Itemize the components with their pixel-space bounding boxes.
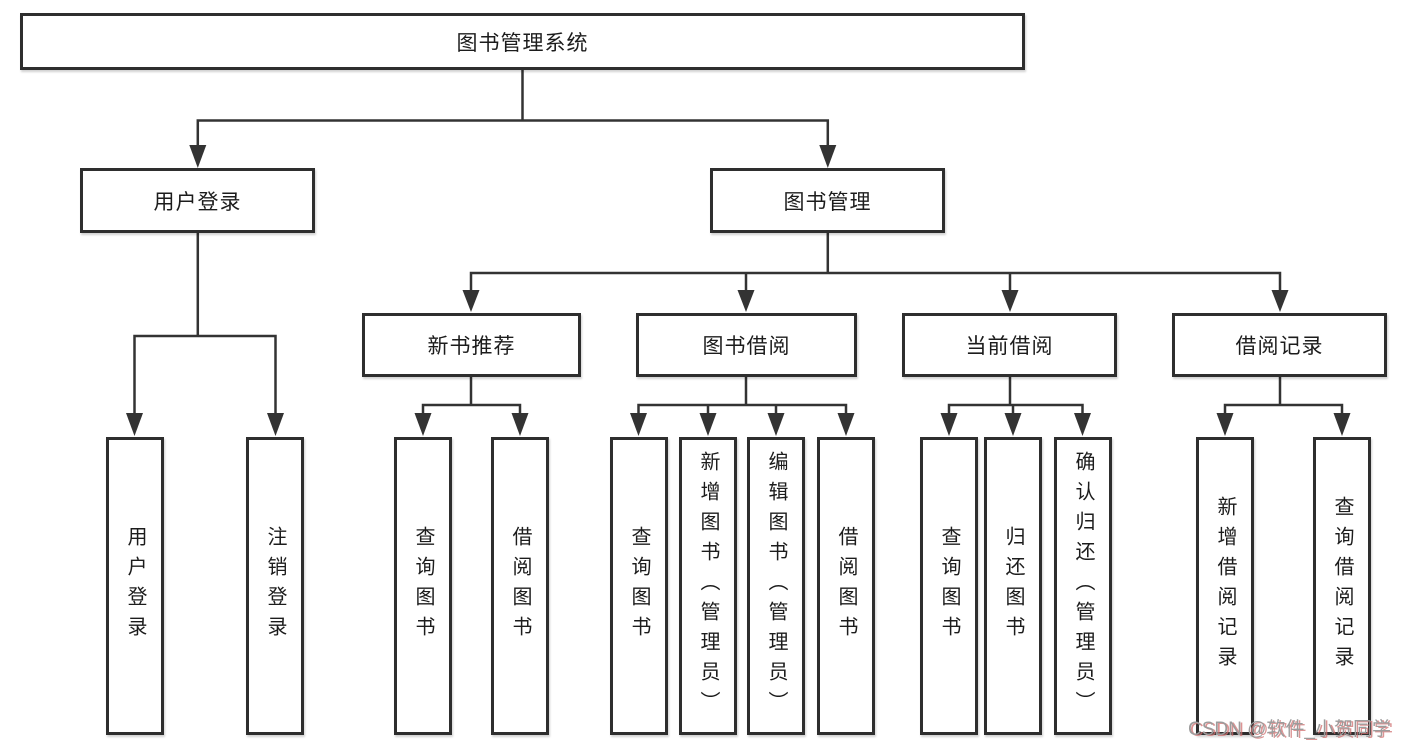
arrowheads [126, 145, 1351, 436]
node-label: 图书管理系统 [456, 31, 589, 55]
node-label: 图书借阅 [702, 335, 791, 358]
leaf-label: 查询图书 [412, 526, 434, 646]
leaf-label: 编辑图书（管理员） [765, 451, 787, 721]
leaf-label: 新增借阅记录 [1214, 496, 1236, 676]
leaf-query-borrow-record: 查询借阅记录 [1313, 437, 1371, 735]
node-label: 图书管理 [783, 190, 872, 214]
leaf-borrow-books-recommend: 借阅图书 [491, 437, 549, 735]
leaf-label: 注销登录 [264, 526, 286, 646]
leaf-add-borrow-record: 新增借阅记录 [1196, 437, 1254, 735]
leaf-confirm-return-admin: 确认归还（管理员） [1054, 437, 1112, 735]
leaf-add-books-admin: 新增图书（管理员） [679, 437, 737, 735]
node-label: 当前借阅 [965, 335, 1054, 358]
connector-edges [133, 68, 1344, 417]
leaf-label: 用户登录 [124, 526, 146, 646]
leaf-label: 确认归还（管理员） [1072, 451, 1094, 721]
leaf-label: 查询图书 [628, 526, 650, 646]
leaf-label: 借阅图书 [509, 526, 531, 646]
node-current-borrowing: 当前借阅 [902, 313, 1117, 377]
node-new-book-recommendation: 新书推荐 [362, 313, 581, 377]
leaf-label: 借阅图书 [835, 526, 857, 646]
leaf-edit-books-admin: 编辑图书（管理员） [747, 437, 805, 735]
leaf-label: 归还图书 [1002, 526, 1024, 646]
node-label: 借阅记录 [1235, 335, 1324, 358]
leaf-label: 查询借阅记录 [1331, 496, 1353, 676]
node-borrowing-records: 借阅记录 [1172, 313, 1387, 377]
leaf-return-books: 归还图书 [984, 437, 1042, 735]
leaf-borrow-books-borrowing: 借阅图书 [817, 437, 875, 735]
csdn-watermark: CSDN @软件_小贺同学 [1188, 719, 1391, 740]
node-user-login: 用户登录 [80, 168, 315, 233]
node-book-management: 图书管理 [710, 168, 945, 233]
leaf-user-login: 用户登录 [106, 437, 164, 735]
node-label: 新书推荐 [427, 335, 516, 358]
node-library-management-system: 图书管理系统 [20, 13, 1025, 70]
node-book-borrowing: 图书借阅 [636, 313, 857, 377]
leaf-query-books-current: 查询图书 [920, 437, 978, 735]
leaf-query-books-borrowing: 查询图书 [610, 437, 668, 735]
leaf-query-books-recommend: 查询图书 [394, 437, 452, 735]
leaf-label: 查询图书 [938, 526, 960, 646]
leaf-label: 新增图书（管理员） [697, 451, 719, 721]
leaf-logout: 注销登录 [246, 437, 304, 735]
node-label: 用户登录 [153, 190, 242, 214]
